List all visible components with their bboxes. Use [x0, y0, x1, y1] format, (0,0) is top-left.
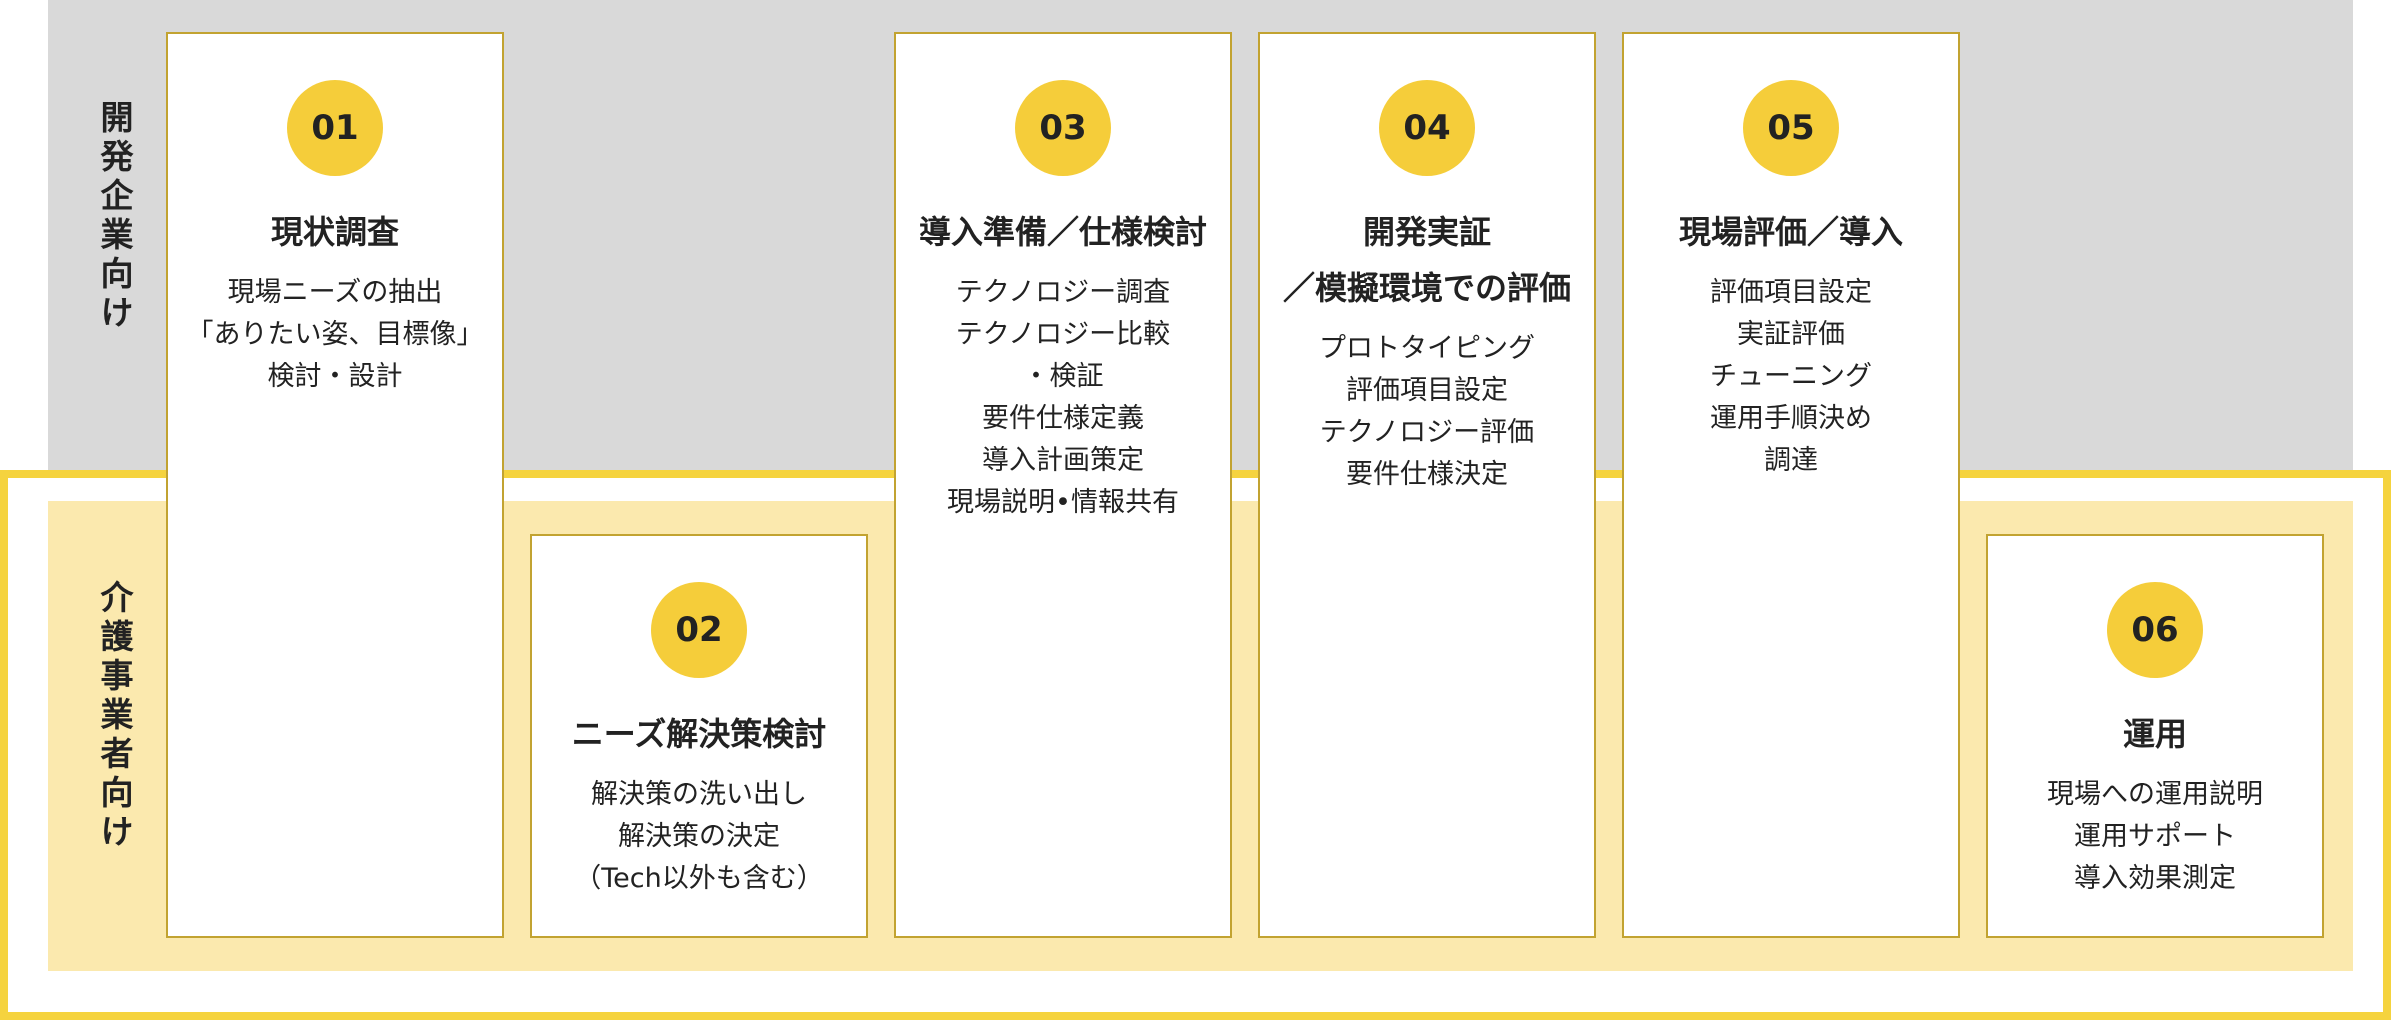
step-number-badge: 06	[2107, 582, 2203, 678]
step-item-list: テクノロジー調査 テクノロジー比較 ・検証 要件仕様定義 導入計画策定 現場説明…	[896, 272, 1230, 524]
step-title: 現状調査	[168, 204, 502, 260]
step-title-line: 開発実証	[1362, 213, 1491, 251]
step-item: 解決策の洗い出し	[591, 779, 807, 810]
developer-lane-label: 開発企業向け	[95, 100, 134, 334]
step-item: テクノロジー比較	[955, 319, 1171, 350]
step-item: 現場ニーズの抽出	[227, 277, 443, 308]
step-item: プロトタイピング	[1319, 333, 1535, 364]
step-item-list: 現場への運用説明 運用サポート 導入効果測定	[1988, 774, 2322, 900]
step-item: 導入計画策定	[982, 445, 1144, 476]
step-item: 現場説明•情報共有	[947, 487, 1179, 518]
step-card-01: 01 現状調査 現場ニーズの抽出 「ありたい姿、目標像」 検討・設計	[166, 32, 504, 938]
step-card-03: 03 導入準備／仕様検討 テクノロジー調査 テクノロジー比較 ・検証 要件仕様定…	[894, 32, 1232, 938]
step-title-line: 現場評価／導入	[1678, 213, 1903, 251]
step-item: 実証評価	[1737, 319, 1845, 350]
step-item: 評価項目設定	[1346, 375, 1508, 406]
step-title: 導入準備／仕様検討	[896, 204, 1230, 260]
step-item-list: 評価項目設定 実証評価 チューニング 運用手順決め 調達	[1624, 272, 1958, 482]
step-title: 運用	[1988, 706, 2322, 762]
step-item: 検討・設計	[267, 361, 403, 392]
step-item: （Tech以外も含む）	[574, 863, 824, 894]
step-title-line: 導入準備／仕様検討	[918, 213, 1207, 251]
step-number-badge: 03	[1015, 80, 1111, 176]
step-item-list: 解決策の洗い出し 解決策の決定 （Tech以外も含む）	[532, 774, 866, 900]
step-card-04: 04 開発実証 ／模擬環境での評価 プロトタイピング 評価項目設定 テクノロジー…	[1258, 32, 1596, 938]
step-item: チューニング	[1710, 361, 1872, 392]
step-item-list: プロトタイピング 評価項目設定 テクノロジー評価 要件仕様決定	[1260, 328, 1594, 496]
care-provider-lane-label: 介護事業者向け	[95, 580, 134, 853]
step-item: 導入効果測定	[2074, 863, 2236, 894]
step-number-badge: 02	[651, 582, 747, 678]
step-item: 「ありたい姿、目標像」	[186, 319, 484, 350]
step-number-badge: 01	[287, 80, 383, 176]
step-card-06: 06 運用 現場への運用説明 運用サポート 導入効果測定	[1986, 534, 2324, 938]
step-title-line: ニーズ解決策検討	[571, 715, 827, 753]
step-item: 運用サポート	[2074, 821, 2236, 852]
step-item: テクノロジー調査	[955, 277, 1171, 308]
step-title-line: ／模擬環境での評価	[1282, 269, 1571, 307]
step-item: 解決策の決定	[618, 821, 780, 852]
step-title-line: 現状調査	[270, 213, 399, 251]
step-card-05: 05 現場評価／導入 評価項目設定 実証評価 チューニング 運用手順決め 調達	[1622, 32, 1960, 938]
step-item: 現場への運用説明	[2047, 779, 2263, 810]
step-item: 評価項目設定	[1710, 277, 1872, 308]
step-title: ニーズ解決策検討	[532, 706, 866, 762]
step-title: 現場評価／導入	[1624, 204, 1958, 260]
step-card-02: 02 ニーズ解決策検討 解決策の洗い出し 解決策の決定 （Tech以外も含む）	[530, 534, 868, 938]
step-item: 要件仕様決定	[1346, 459, 1508, 490]
care-provider-lane-frame-bottom	[0, 1012, 2391, 1020]
step-item: ・検証	[1022, 361, 1104, 392]
step-item: 調達	[1764, 445, 1818, 476]
step-item: 要件仕様定義	[982, 403, 1144, 434]
step-item: 運用手順決め	[1710, 403, 1872, 434]
step-number-badge: 04	[1379, 80, 1475, 176]
step-title: 開発実証 ／模擬環境での評価	[1260, 204, 1594, 316]
step-number-badge: 05	[1743, 80, 1839, 176]
step-title-line: 運用	[2122, 715, 2187, 753]
step-item: テクノロジー評価	[1319, 417, 1535, 448]
step-item-list: 現場ニーズの抽出 「ありたい姿、目標像」 検討・設計	[168, 272, 502, 398]
